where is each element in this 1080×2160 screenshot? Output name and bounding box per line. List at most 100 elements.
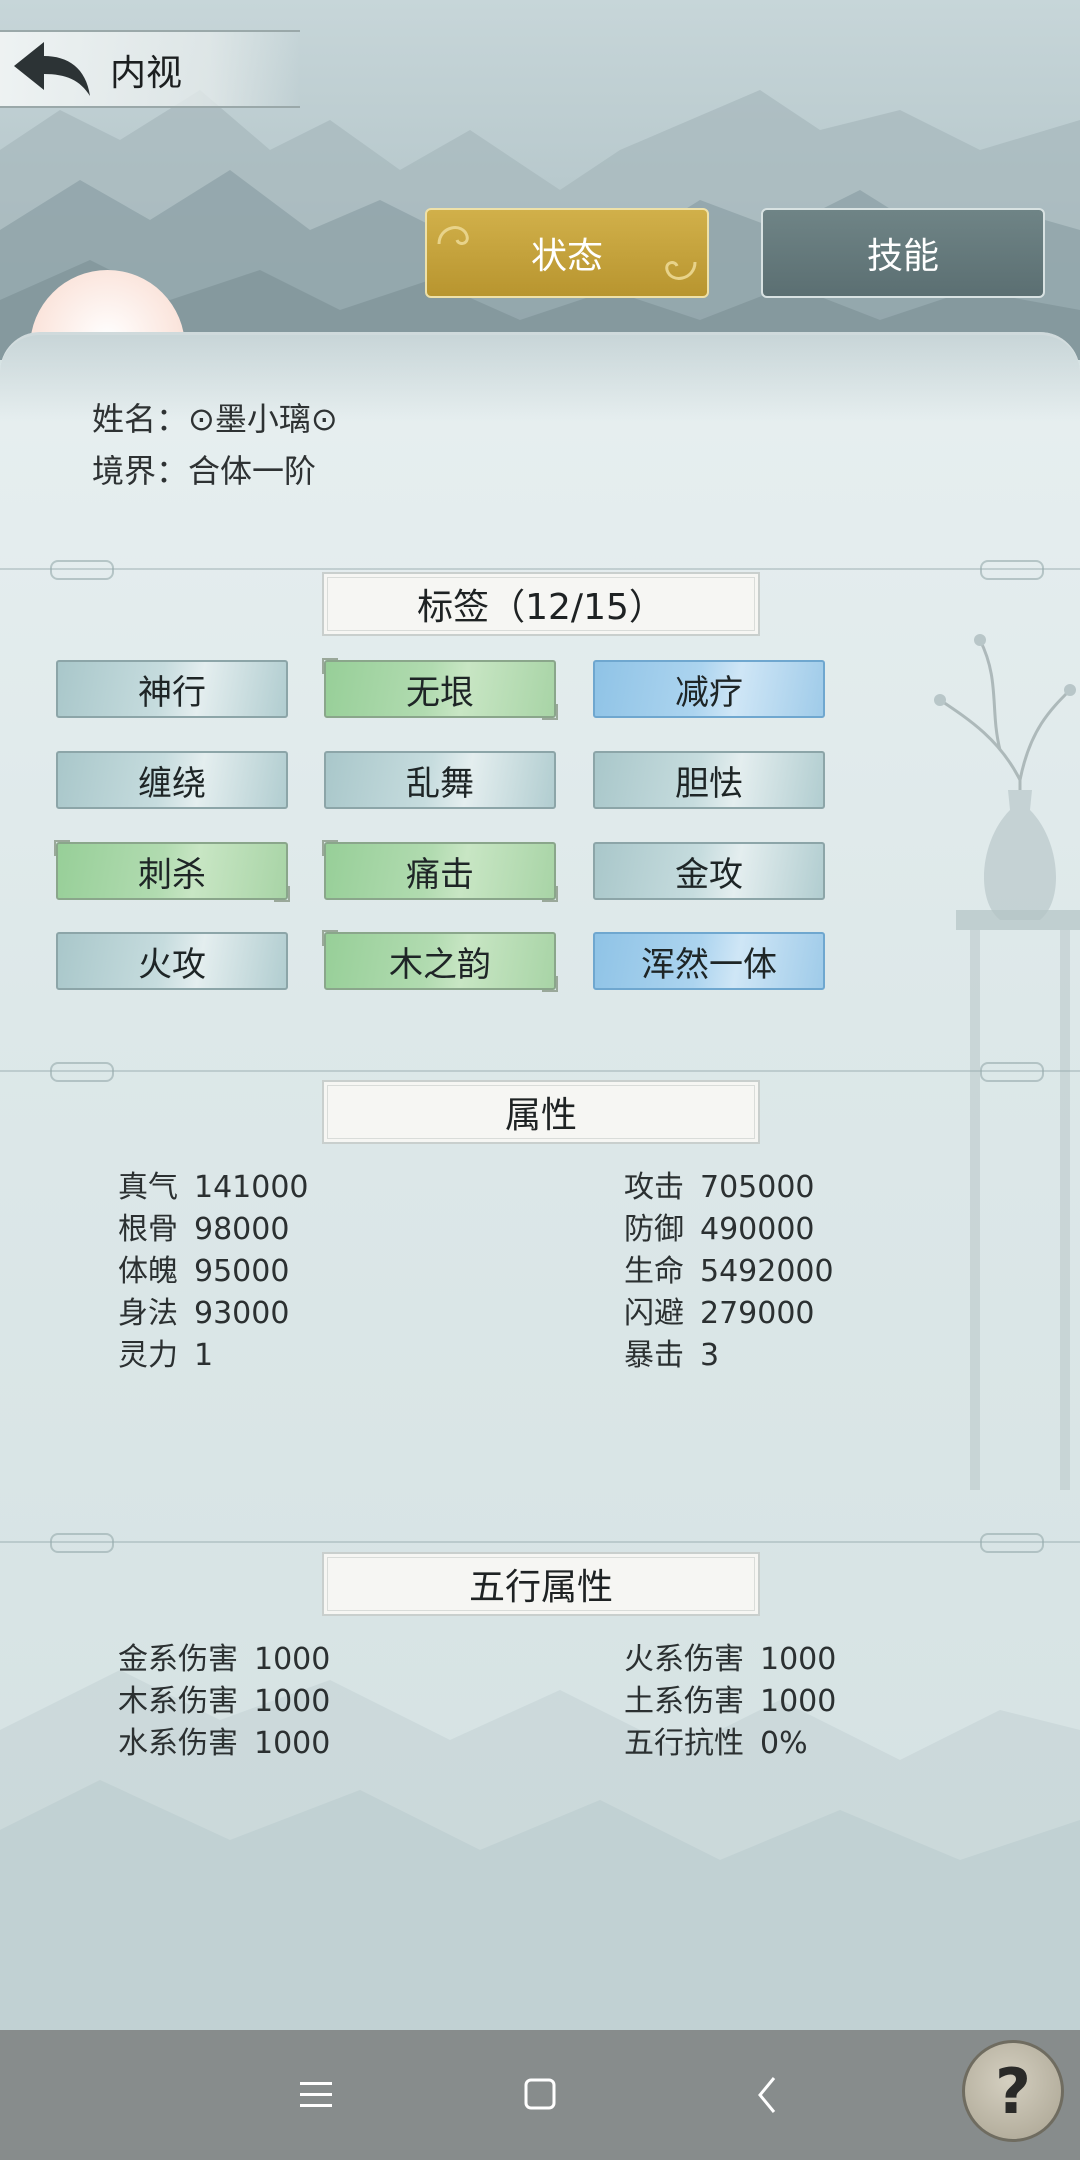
stat-name: 根骨 [118, 1212, 178, 1247]
back-arrow-icon[interactable] [10, 38, 92, 100]
tag-corner-ornament [322, 658, 338, 674]
stat-value: 1000 [254, 1642, 331, 1677]
tag-item[interactable]: 无垠 [322, 658, 558, 720]
tab-status[interactable]: 状态 [425, 208, 709, 298]
stat-value: 95000 [194, 1254, 290, 1289]
tab-skills[interactable]: 技能 [761, 208, 1045, 298]
tag-item[interactable]: 乱舞 [324, 751, 556, 809]
stat-row: 真气 141000 [118, 1162, 309, 1206]
tag-label: 刺杀 [138, 854, 206, 895]
stat-name: 木系伤害 [118, 1684, 238, 1719]
stat-value: 279000 [700, 1296, 815, 1331]
stat-row: 五行抗性 0% [624, 1718, 808, 1762]
stat-name: 真气 [118, 1170, 178, 1205]
stat-name: 金系伤害 [118, 1642, 238, 1677]
stat-row: 火系伤害 1000 [624, 1634, 836, 1678]
stat-value: 1000 [254, 1726, 331, 1761]
tag-corner-ornament [322, 930, 338, 946]
tag-item[interactable]: 神行 [56, 660, 288, 718]
tag-corner-ornament [54, 840, 70, 856]
tag-label: 胆怯 [675, 763, 743, 804]
stat-value: 1000 [254, 1684, 331, 1719]
stat-name: 土系伤害 [624, 1684, 744, 1719]
tag-label: 痛击 [406, 854, 474, 895]
chevron-left-icon[interactable] [738, 2070, 798, 2120]
stat-name: 身法 [118, 1296, 178, 1331]
tag-corner-ornament [542, 886, 558, 902]
stat-row: 水系伤害 1000 [118, 1718, 330, 1762]
stat-name: 五行抗性 [624, 1726, 744, 1761]
tag-item[interactable]: 木之韵 [322, 930, 558, 992]
stat-row: 木系伤害 1000 [118, 1676, 330, 1720]
stat-name: 攻击 [624, 1170, 684, 1205]
tag-label: 乱舞 [406, 763, 474, 804]
stat-value: 1000 [760, 1684, 837, 1719]
stat-name: 暴击 [624, 1338, 684, 1373]
tag-label: 木之韵 [389, 944, 491, 985]
system-nav-bar [0, 2030, 1080, 2160]
help-label: ? [995, 2054, 1031, 2128]
tag-item[interactable]: 金攻 [593, 842, 825, 900]
section-divider [0, 1062, 1080, 1082]
tag-item[interactable]: 胆怯 [593, 751, 825, 809]
stat-value: 1 [194, 1338, 214, 1373]
tag-label: 金攻 [675, 854, 743, 895]
stat-row: 身法 93000 [118, 1288, 289, 1332]
stat-value: 5492000 [700, 1254, 834, 1289]
tag-corner-ornament [542, 976, 558, 992]
help-question-icon[interactable]: ? [962, 2040, 1064, 2142]
tag-item[interactable]: 减疗 [593, 660, 825, 718]
menu-icon[interactable] [286, 2070, 346, 2120]
stat-row: 金系伤害 1000 [118, 1634, 330, 1678]
stat-value: 0% [760, 1726, 808, 1761]
tab-status-label: 状态 [530, 236, 603, 277]
stat-row: 生命 5492000 [624, 1246, 834, 1290]
stat-row: 攻击 705000 [624, 1162, 815, 1206]
stat-value: 490000 [700, 1212, 815, 1247]
stat-value: 705000 [700, 1170, 815, 1205]
tag-label: 火攻 [138, 944, 206, 985]
profile-realm-row: 境界：合体一阶 [92, 446, 316, 492]
stat-name: 生命 [624, 1254, 684, 1289]
home-icon[interactable] [510, 2070, 570, 2120]
stat-value: 1000 [760, 1642, 837, 1677]
realm-value: 合体一阶 [188, 452, 317, 490]
vase-decoration [934, 634, 1080, 1490]
stat-row: 灵力 1 [118, 1330, 213, 1374]
stat-row: 暴击 3 [624, 1330, 719, 1374]
tag-item[interactable]: 刺杀 [54, 840, 290, 902]
stat-name: 体魄 [118, 1254, 178, 1289]
tag-label: 减疗 [675, 672, 743, 713]
stat-row: 防御 490000 [624, 1204, 815, 1248]
tab-skills-label: 技能 [866, 236, 939, 277]
stat-name: 水系伤害 [118, 1726, 238, 1761]
tag-label: 神行 [138, 672, 206, 713]
elements-section-title: 五行属性 [322, 1552, 760, 1616]
stat-name: 火系伤害 [624, 1642, 744, 1677]
tags-section-title: 标签（12/15） [322, 572, 760, 636]
section-divider [0, 1533, 1080, 1553]
name-value: ⊙墨小璃⊙ [188, 400, 338, 438]
realm-label: 境界： [92, 452, 189, 490]
stat-value: 98000 [194, 1212, 290, 1247]
stat-value: 93000 [194, 1296, 290, 1331]
stat-value: 141000 [194, 1170, 309, 1205]
tag-item[interactable]: 痛击 [322, 840, 558, 902]
tag-corner-ornament [542, 704, 558, 720]
stat-row: 根骨 98000 [118, 1204, 289, 1248]
tag-corner-ornament [322, 840, 338, 856]
name-label: 姓名： [92, 400, 189, 438]
profile-name-row: 姓名：⊙墨小璃⊙ [92, 394, 338, 440]
bottom-mountains-decoration [0, 1670, 1080, 2030]
stat-name: 灵力 [118, 1338, 178, 1373]
attributes-section-title: 属性 [322, 1080, 760, 1144]
stat-value: 3 [700, 1338, 720, 1373]
tag-label: 无垠 [406, 672, 474, 713]
tag-item[interactable]: 缠绕 [56, 751, 288, 809]
stat-row: 体魄 95000 [118, 1246, 289, 1290]
tag-item[interactable]: 火攻 [56, 932, 288, 990]
tag-label: 缠绕 [138, 763, 206, 804]
tag-corner-ornament [274, 886, 290, 902]
tag-item[interactable]: 浑然一体 [593, 932, 825, 990]
stat-name: 防御 [624, 1212, 684, 1247]
